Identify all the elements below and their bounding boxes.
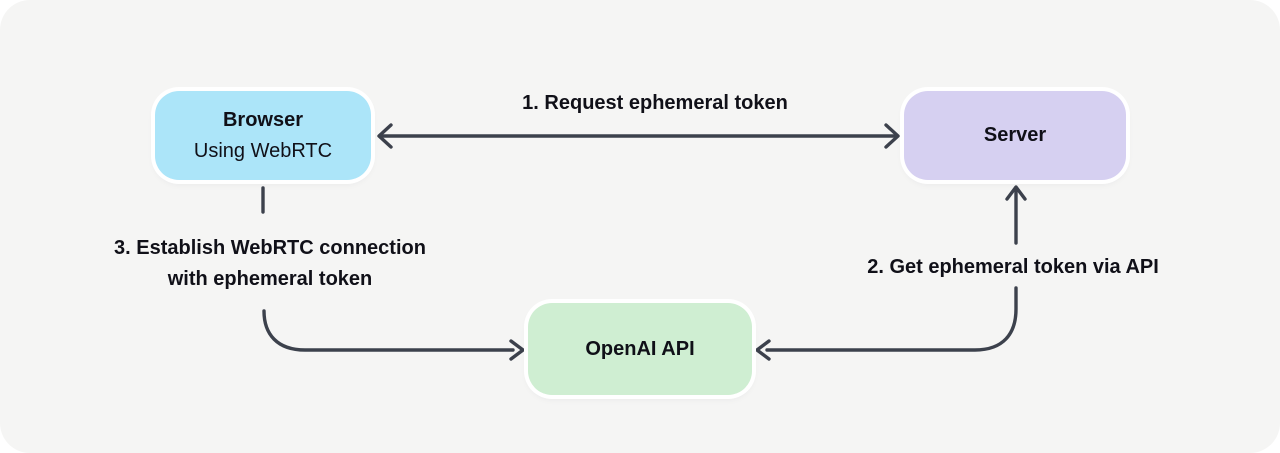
edge-label-request-token: 1. Request ephemeral token [522, 92, 788, 114]
edge-label-get-token: 2. Get ephemeral token via API [867, 256, 1159, 278]
node-openai-api-title: OpenAI API [585, 337, 695, 360]
arrowhead-into-server-icon [1005, 185, 1027, 201]
edge-label-establish-webrtc-line2: with ephemeral token [167, 268, 373, 290]
node-openai-api: OpenAI API [528, 303, 752, 395]
edge-label-establish-webrtc-line1: 3. Establish WebRTC connection [114, 237, 426, 259]
node-browser-subtitle: Using WebRTC [193, 139, 333, 162]
node-server: Server [904, 91, 1126, 180]
node-browser: Browser Using WebRTC [155, 91, 371, 180]
arrowhead-left-icon [377, 123, 393, 149]
arrowhead-right-icon [884, 123, 900, 149]
arrowhead-into-openai-right-icon [755, 339, 771, 361]
arrowhead-into-openai-left-icon [509, 339, 525, 361]
node-browser-title: Browser [222, 108, 304, 131]
edge-label-establish-webrtc: 3. Establish WebRTC connection with ephe… [95, 233, 445, 295]
edge-webrtc-curve-line [262, 309, 515, 352]
edge-get-token-curve-line [765, 286, 1018, 352]
node-server-title: Server [983, 124, 1047, 146]
